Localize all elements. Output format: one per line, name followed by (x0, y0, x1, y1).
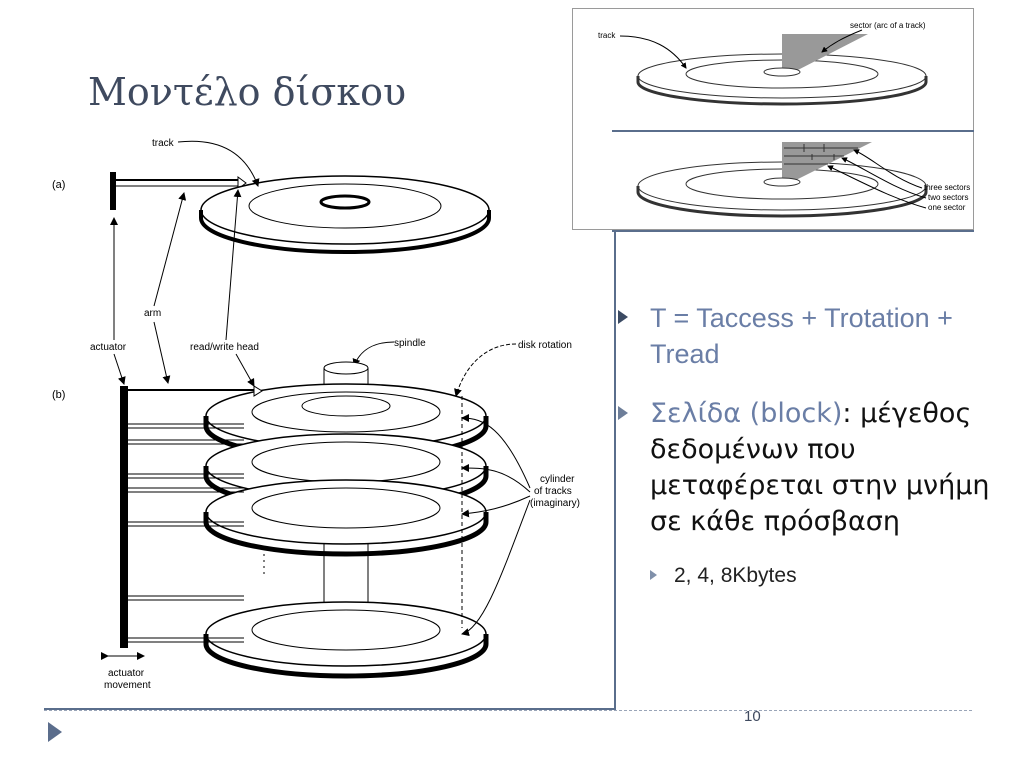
bullet-page: Σελίδα (block): μέγεθος δεδομένων που με… (618, 396, 1018, 540)
label-actuator-movement-2: movement (104, 680, 151, 691)
platter-a (200, 175, 490, 245)
track-a (248, 183, 442, 229)
slide-title: Μοντέλο δίσκου (88, 70, 407, 114)
label-cylinder-3: (imaginary) (530, 498, 580, 509)
spindle-hole-a (319, 194, 371, 210)
footer-divider (44, 710, 972, 711)
actuator-b (120, 386, 128, 648)
track-sector-diagram: track sector (arc of a track) three sect… (598, 21, 970, 218)
label-disk-rotation: disk rotation (518, 340, 572, 351)
bullet-triangle-icon (618, 406, 628, 420)
arms-b (128, 385, 263, 643)
page-definition: Σελίδα (block): μέγεθος δεδομένων που με… (650, 396, 1018, 540)
bullet-triangle-icon (618, 310, 628, 324)
sub-bullet-triangle-icon (650, 570, 657, 580)
bullet-formula: T = Taccess + Trotation + Tread (618, 300, 1018, 372)
disk-model-diagram: (a) track arm actuator read/write head s… (52, 138, 580, 691)
label-cylinder-2: of tracks (534, 486, 572, 497)
page-colon: : (842, 398, 852, 429)
disk-model-figure: (a) track arm actuator read/write head s… (44, 128, 616, 710)
page-term: Σελίδα (block) (650, 398, 843, 429)
bottom-disk (636, 142, 928, 218)
label-a: (a) (52, 179, 65, 191)
label-three-sectors: three sectors (924, 183, 970, 192)
label-arm: arm (144, 308, 161, 319)
label-b: (b) (52, 389, 65, 401)
formula-text: T = Taccess + Trotation + Tread (650, 303, 953, 369)
sizes-text: 2, 4, 8Kbytes (674, 564, 797, 587)
page-description: μέγεθος δεδομένων που μεταφέρεται στην μ… (650, 398, 990, 537)
label-spindle: spindle (394, 338, 426, 349)
platter-b1 (203, 383, 489, 461)
play-arrow-icon (48, 722, 62, 742)
label-actuator-movement-1: actuator (108, 668, 145, 679)
actuator-a (110, 172, 116, 210)
label-cylinder-1: cylinder (540, 474, 575, 485)
bullet-list: T = Taccess + Trotation + Tread Σελίδα (… (618, 300, 1018, 588)
label-sector: sector (arc of a track) (850, 21, 926, 30)
page-number: 10 (744, 708, 761, 725)
label-read-write-head: read/write head (190, 342, 259, 353)
label-track-right: track (598, 31, 616, 40)
label-actuator: actuator (90, 342, 127, 353)
track-sector-figure: track sector (arc of a track) three sect… (572, 8, 974, 232)
top-disk (636, 34, 928, 106)
label-track: track (152, 138, 175, 149)
sector-highlight (782, 34, 868, 72)
label-one-sector: one sector (928, 203, 966, 212)
platter-b3 (203, 479, 489, 557)
sub-bullet-sizes: 2, 4, 8Kbytes (650, 564, 1018, 588)
label-two-sectors: two sectors (928, 193, 968, 202)
platter-b4 (203, 601, 489, 679)
